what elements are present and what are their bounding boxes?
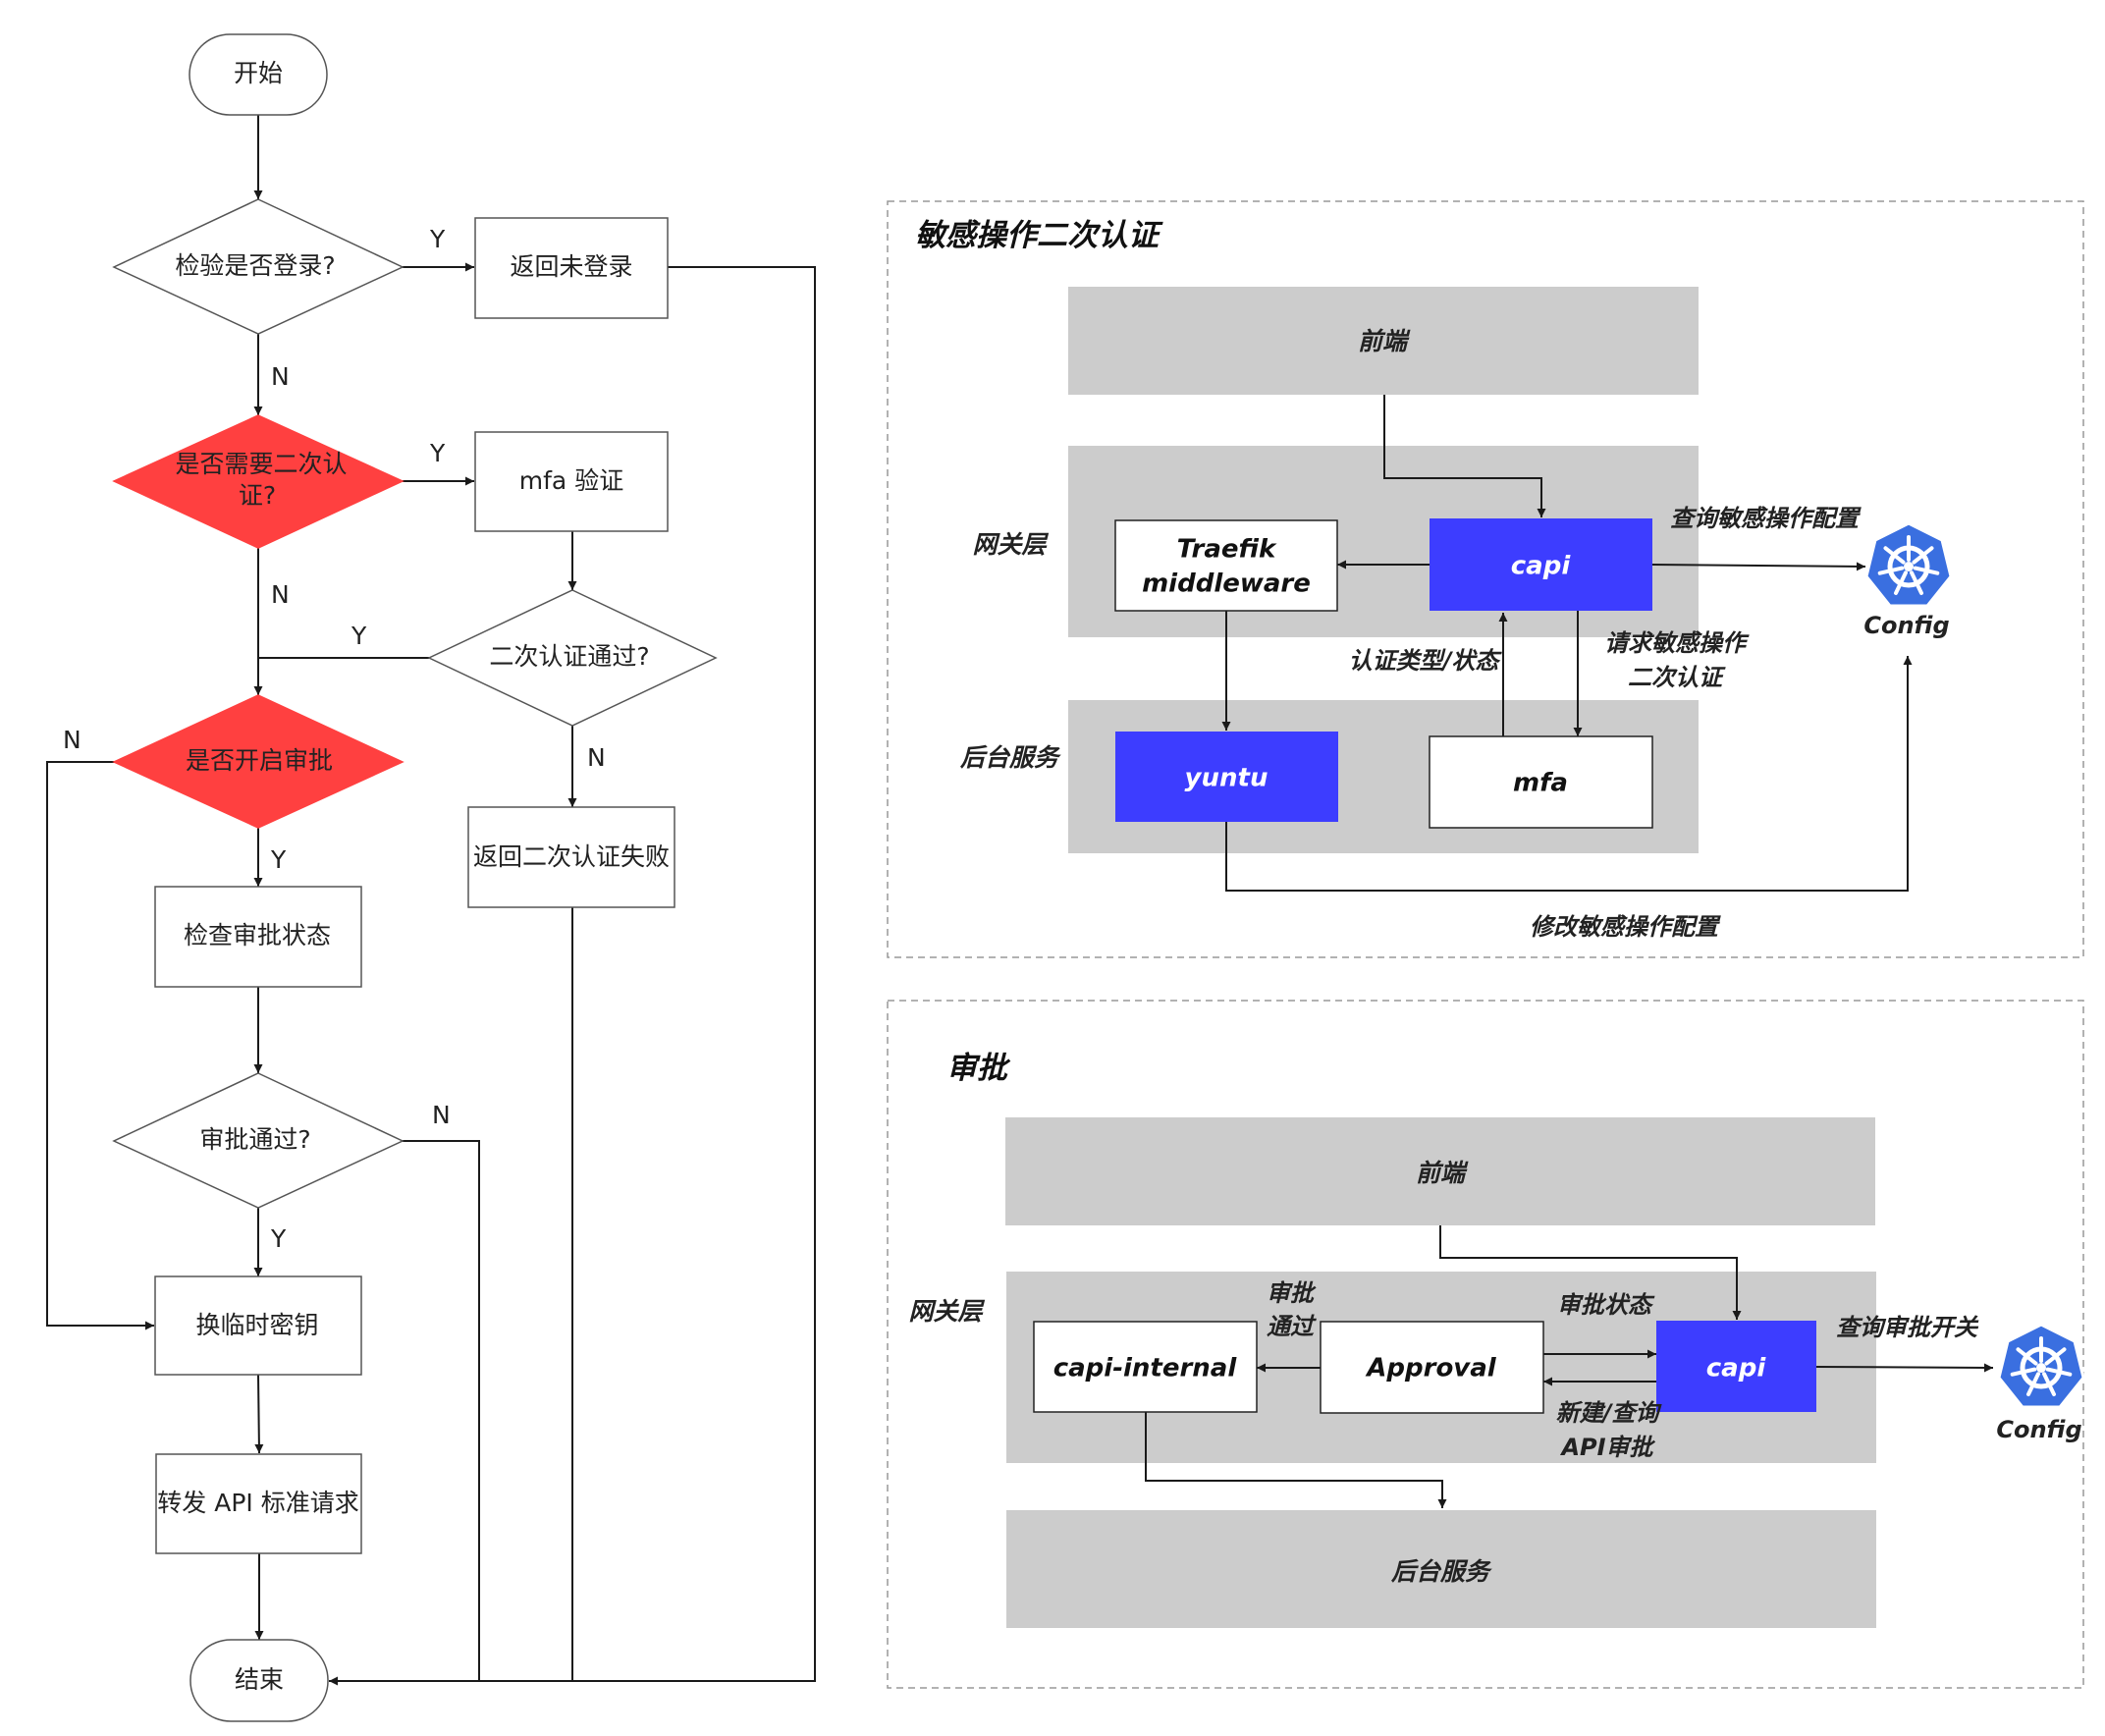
flowchart: Y N Y N Y N N Y N Y 开始 检验是否登录? 返回未登录 是否需… [46, 33, 816, 1722]
mfa-passed-decision: 二次认证通过? [427, 589, 718, 727]
start-node: 开始 [189, 33, 328, 116]
new-query-label-line1: 新建/查询 [1556, 1399, 1663, 1427]
approval-capi-node: capi [1656, 1321, 1816, 1412]
mfa-panel: 敏感操作二次认证 前端 网关层 后台服务 Traefik middleware … [887, 200, 2084, 958]
edge-label-mfa-passed-yes: Y [351, 622, 367, 650]
need-mfa-label-line2: 证? [239, 481, 276, 510]
check-approval-status-node: 检查审批状态 [154, 886, 362, 988]
new-query-label-line2: API审批 [1559, 1434, 1655, 1461]
request-mfa-label-line1: 请求敏感操作 [1604, 629, 1750, 657]
approval-backend-label: 后台服务 [1390, 1557, 1492, 1586]
approval-panel: 审批 前端 网关层 后台服务 capi-internal Approval ca… [887, 1000, 2084, 1689]
edge-label-login-no: N [271, 362, 290, 391]
mfa-verify-node: mfa 验证 [474, 431, 669, 532]
edge-label-login-yes: Y [429, 225, 446, 253]
kubernetes-icon [1866, 523, 1951, 606]
approval-frontend-label: 前端 [1416, 1159, 1469, 1187]
mfa-config-label: Config [1863, 612, 1949, 639]
approval-config-label: Config [1996, 1416, 2081, 1443]
query-switch-label: 查询审批开关 [1836, 1314, 1979, 1341]
need-mfa-decision: 是否需要二次认 证? [112, 414, 405, 549]
capi-label: capi [1511, 552, 1572, 581]
approval-passed-label: 审批通过? [199, 1125, 310, 1154]
traefik-label-line1: Traefik [1177, 535, 1277, 565]
return-mfa-failed-node: 返回二次认证失败 [467, 806, 675, 908]
mfa-passed-label: 二次认证通过? [489, 642, 649, 671]
request-mfa-label-line2: 二次认证 [1628, 664, 1726, 691]
mfa-panel-title: 敏感操作二次认证 [915, 218, 1163, 253]
approval-enabled-decision: 是否开启审批 [112, 694, 405, 829]
auth-type-status-label: 认证类型/状态 [1349, 647, 1503, 675]
approval-backend-lane [1006, 1510, 1876, 1628]
edge-label-approval-passed-yes: Y [270, 1224, 287, 1253]
mfa-label: mfa [1513, 769, 1568, 798]
capi-internal-label: capi-internal [1053, 1354, 1238, 1383]
edge-label-approval-no: N [63, 726, 81, 754]
check-approval-status-label: 检查审批状态 [184, 921, 331, 949]
capi-node: capi [1430, 518, 1652, 611]
mfa-gateway-label: 网关层 [972, 530, 1049, 559]
approval-capi-label: capi [1706, 1354, 1767, 1383]
edge-label-mfa-no: N [271, 580, 290, 609]
mfa-node: mfa [1429, 735, 1653, 829]
traefik-label-line2: middleware [1142, 570, 1311, 599]
approval-enabled-label: 是否开启审批 [186, 746, 333, 775]
approved-label-line1: 审批 [1267, 1279, 1317, 1307]
mfa-frontend-label: 前端 [1358, 327, 1411, 355]
mfa-verify-label: mfa 验证 [519, 466, 623, 495]
approval-panel-title: 审批 [946, 1051, 1011, 1086]
return-mfa-failed-label: 返回二次认证失败 [473, 842, 670, 871]
forward-api-node: 转发 API 标准请求 [155, 1453, 362, 1554]
check-login-decision: 检验是否登录? [112, 198, 405, 335]
approved-label-line2: 通过 [1267, 1313, 1317, 1340]
forward-api-label: 转发 API 标准请求 [157, 1489, 358, 1517]
approval-label: Approval [1365, 1354, 1497, 1383]
approval-panel-border [887, 1000, 2084, 1689]
approval-kubernetes-icon [1999, 1325, 2083, 1407]
edge-label-mfa-yes: Y [429, 439, 446, 467]
edge-label-mfa-passed-no: N [587, 743, 606, 772]
exchange-temp-key-label: 换临时密钥 [195, 1311, 318, 1339]
approval-frontend-lane [1005, 1117, 1875, 1225]
mfa-backend-label: 后台服务 [959, 743, 1061, 772]
approval-gateway-label: 网关层 [908, 1297, 985, 1326]
mfa-frontend-lane [1068, 287, 1699, 395]
approval-node: Approval [1320, 1321, 1544, 1414]
end-label: 结束 [235, 1665, 284, 1694]
flowchart-connectors [46, 115, 816, 1686]
exchange-temp-key-node: 换临时密钥 [154, 1275, 362, 1376]
query-config-label: 查询敏感操作配置 [1670, 505, 1862, 532]
return-not-logged-in-label: 返回未登录 [510, 252, 632, 281]
yuntu-node: yuntu [1115, 732, 1338, 822]
need-mfa-label-line1: 是否需要二次认 [175, 450, 347, 478]
edge-label-approval-yes: Y [270, 845, 287, 874]
approval-status-label: 审批状态 [1557, 1291, 1655, 1319]
check-login-label: 检验是否登录? [175, 251, 335, 280]
end-node: 结束 [189, 1639, 329, 1722]
start-label: 开始 [234, 59, 283, 87]
return-not-logged-in-node: 返回未登录 [474, 217, 669, 319]
yuntu-label: yuntu [1185, 764, 1268, 793]
capi-internal-node: capi-internal [1033, 1321, 1258, 1413]
traefik-middleware-node: Traefik middleware [1114, 519, 1338, 612]
mfa-panel-border [887, 200, 2084, 958]
approval-passed-decision: 审批通过? [112, 1072, 405, 1209]
modify-config-label: 修改敏感操作配置 [1530, 913, 1721, 941]
edge-label-approval-passed-no: N [432, 1101, 451, 1129]
